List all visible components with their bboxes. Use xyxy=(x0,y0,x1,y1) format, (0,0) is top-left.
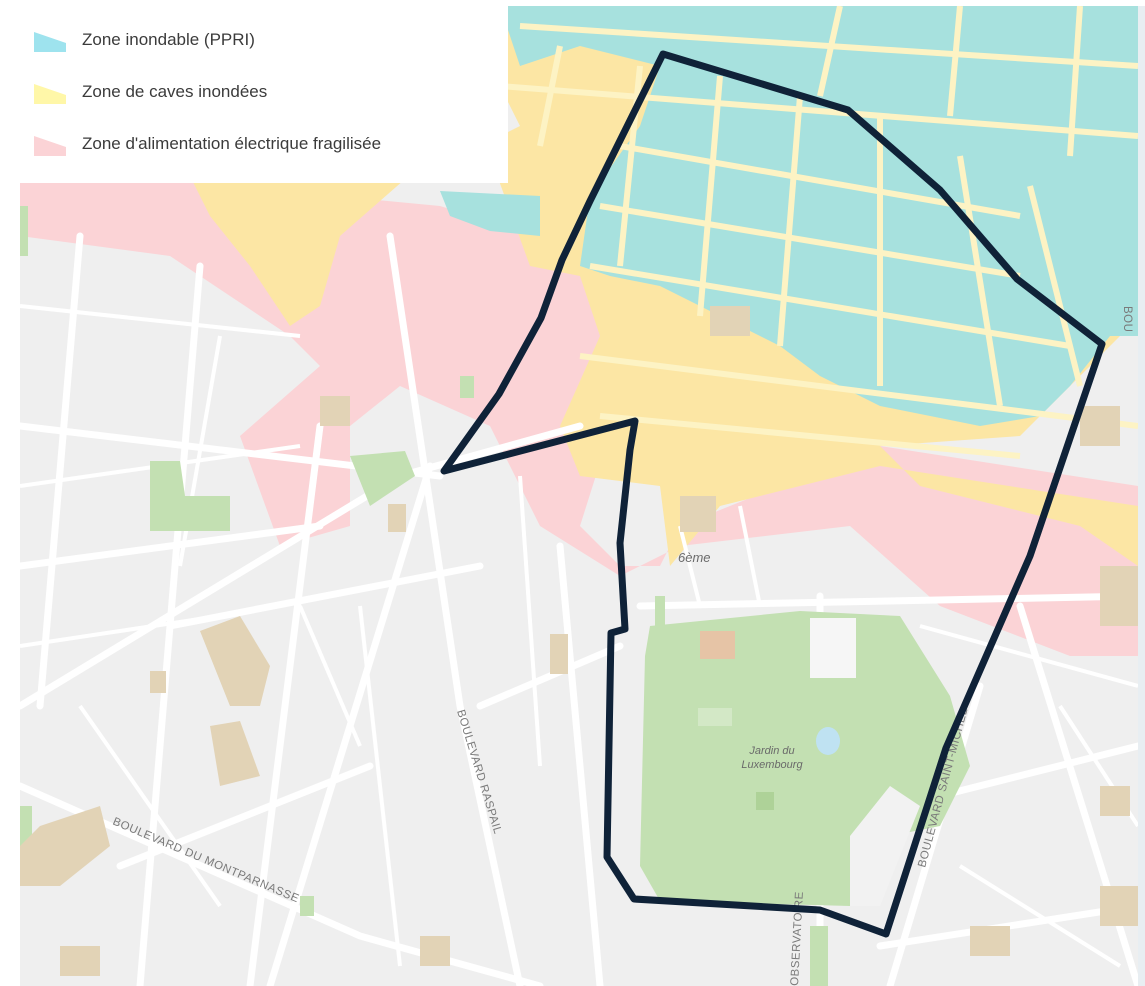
legend-label-flood: Zone inondable (PPRI) xyxy=(82,30,255,49)
legend-item-flood-zone: Zone inondable (PPRI) xyxy=(20,30,508,82)
building-blocks xyxy=(20,306,1138,976)
park-label-line2: Luxembourg xyxy=(741,759,803,771)
small-parks xyxy=(20,206,828,986)
map-edge-strip xyxy=(1138,6,1145,986)
study-area-boundary xyxy=(440,50,1106,938)
park-layer xyxy=(640,611,970,906)
street-label-edge: BOU xyxy=(1121,306,1133,332)
legend-swatch-power xyxy=(34,136,66,156)
map-canvas[interactable]: 6ème Jardin du Luxembourg BOULEVARD RASP… xyxy=(20,6,1138,986)
legend-label-cellar: Zone de caves inondées xyxy=(82,82,268,101)
district-label: 6ème xyxy=(678,550,711,565)
legend-swatch-cellar xyxy=(34,84,66,104)
legend-panel: Zone inondable (PPRI) Zone de caves inon… xyxy=(20,6,508,183)
street-label-observatoire: OBSERVATOIRE xyxy=(789,891,806,986)
zone-flood-layer xyxy=(440,6,1138,426)
legend-swatch-flood xyxy=(34,32,66,52)
street-grid-north xyxy=(499,6,1138,459)
park-label-line1: Jardin du xyxy=(748,745,794,757)
legend-item-cellar-zone: Zone de caves inondées xyxy=(20,82,508,134)
legend-item-power-zone: Zone d'alimentation électrique fragilisé… xyxy=(20,134,508,186)
legend-label-power: Zone d'alimentation électrique fragilisé… xyxy=(82,134,382,153)
